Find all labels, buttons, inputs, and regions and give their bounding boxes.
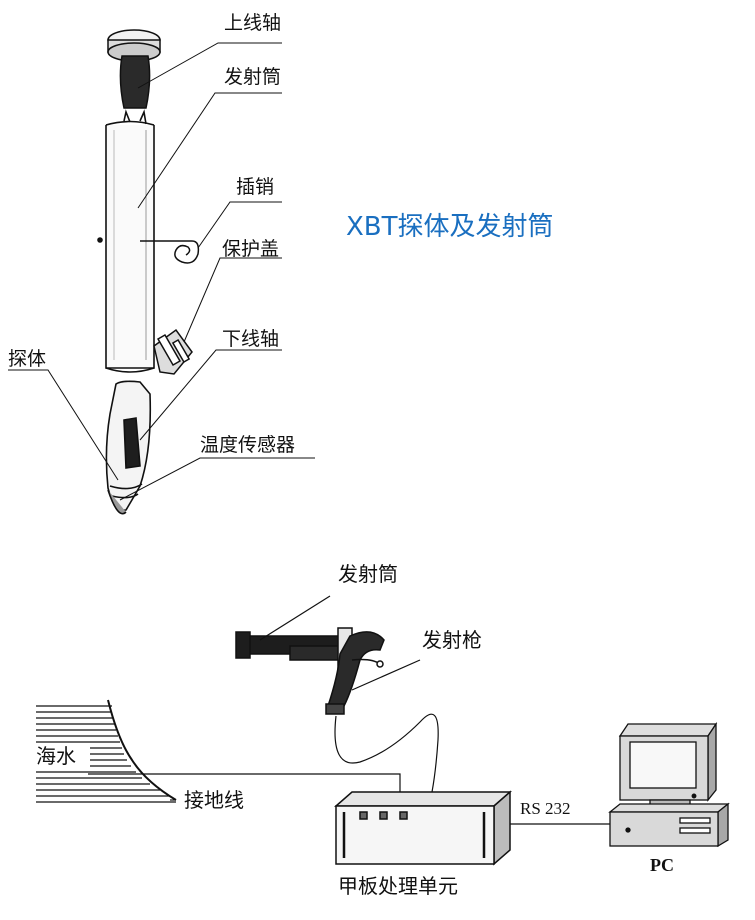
leader-lines-top bbox=[8, 42, 315, 501]
label-rs232: RS 232 bbox=[520, 799, 571, 818]
deck-unit-icon bbox=[334, 790, 512, 866]
label-upper-spool: 上线轴 bbox=[224, 12, 282, 34]
label-ground-wire: 接地线 bbox=[184, 788, 244, 812]
cap-icon bbox=[153, 328, 193, 375]
label-seawater: 海水 bbox=[36, 744, 76, 768]
pin-icon bbox=[140, 240, 200, 264]
pc-icon bbox=[608, 721, 730, 848]
launcher-gun-icon bbox=[235, 627, 385, 715]
label-launch-tube-bottom: 发射筒 bbox=[338, 562, 398, 586]
label-launch-tube-top: 发射筒 bbox=[224, 66, 282, 88]
label-launcher-gun: 发射枪 bbox=[422, 628, 482, 652]
seawater-icon bbox=[36, 699, 177, 803]
label-deck-unit: 甲板处理单元 bbox=[338, 874, 458, 898]
launch-tube-icon bbox=[97, 109, 155, 373]
connection-lines bbox=[88, 595, 610, 825]
label-cap: 保护盖 bbox=[222, 238, 280, 260]
upper-spool-icon bbox=[107, 29, 161, 109]
label-probe: 探体 bbox=[8, 348, 47, 370]
label-pin: 插销 bbox=[236, 176, 275, 198]
label-temp-sensor: 温度传感器 bbox=[200, 434, 296, 456]
label-lower-spool: 下线轴 bbox=[222, 328, 280, 350]
label-pc: PC bbox=[650, 855, 674, 875]
probe-icon bbox=[105, 380, 152, 515]
page-title: XBT探体及发射筒 bbox=[346, 212, 554, 242]
